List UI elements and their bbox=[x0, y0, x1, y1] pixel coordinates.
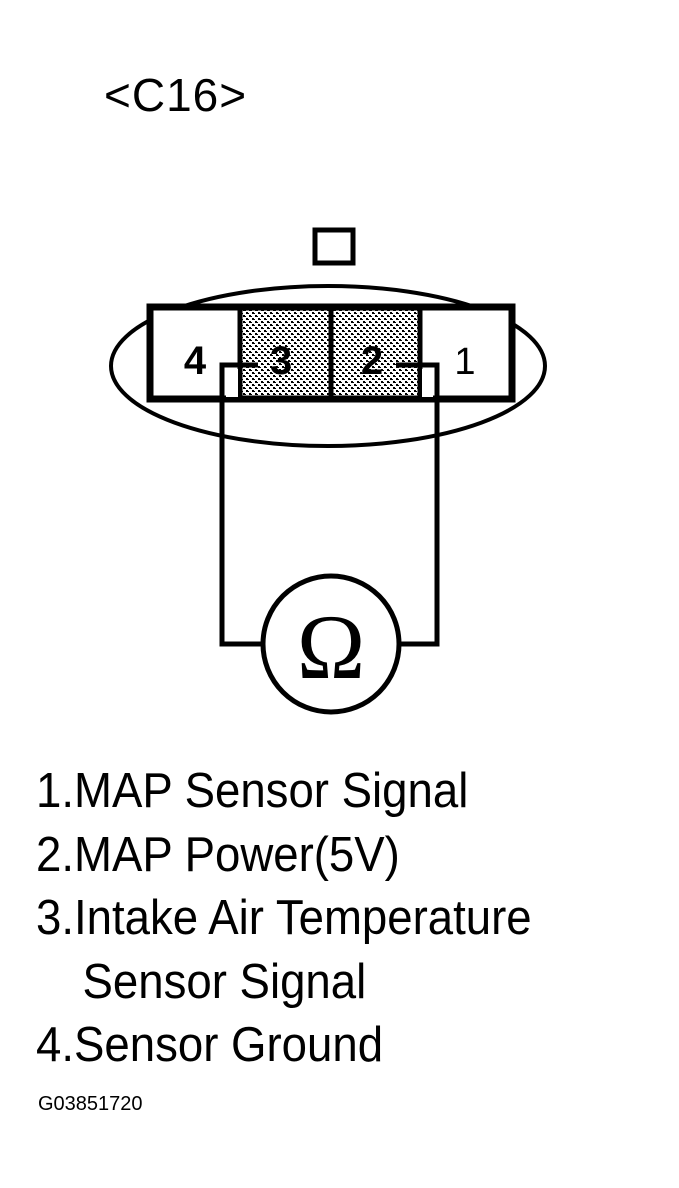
connector-lock-tab bbox=[312, 227, 356, 266]
pin-number-1: 1 bbox=[454, 341, 475, 383]
pin-cell-4 bbox=[150, 308, 240, 398]
legend-item-3-continued: Sensor Signal bbox=[82, 954, 367, 1009]
probe-wires bbox=[219, 362, 440, 647]
pin-cell-2 bbox=[330, 308, 420, 398]
pin-cells bbox=[150, 308, 510, 398]
legend-item-4: 4.Sensor Ground bbox=[36, 1018, 384, 1072]
pin-legend: 1.MAP Sensor Signal 2.MAP Power(5V) 3.In… bbox=[36, 760, 532, 1078]
pin-number-2: 2 bbox=[361, 339, 383, 383]
connector-label: <C16> bbox=[104, 69, 248, 121]
ohmmeter-icon: Ω bbox=[260, 573, 402, 715]
legend-item-2: 2.MAP Power(5V) bbox=[36, 827, 400, 882]
probe-wire-left bbox=[219, 362, 262, 647]
probe-wire-right bbox=[396, 362, 440, 647]
legend-item-1: 1.MAP Sensor Signal bbox=[36, 764, 469, 818]
pin-number-3: 3 bbox=[270, 339, 292, 383]
legend-item-3: 3.Intake Air Temperature bbox=[36, 891, 532, 945]
pin-cell-3 bbox=[240, 308, 330, 398]
ohm-symbol: Ω bbox=[297, 596, 365, 698]
connector-diagram: 4 3 2 1 Ω bbox=[109, 227, 547, 715]
figure-id: G03851720 bbox=[38, 1093, 143, 1115]
pin-number-4: 4 bbox=[184, 339, 207, 383]
